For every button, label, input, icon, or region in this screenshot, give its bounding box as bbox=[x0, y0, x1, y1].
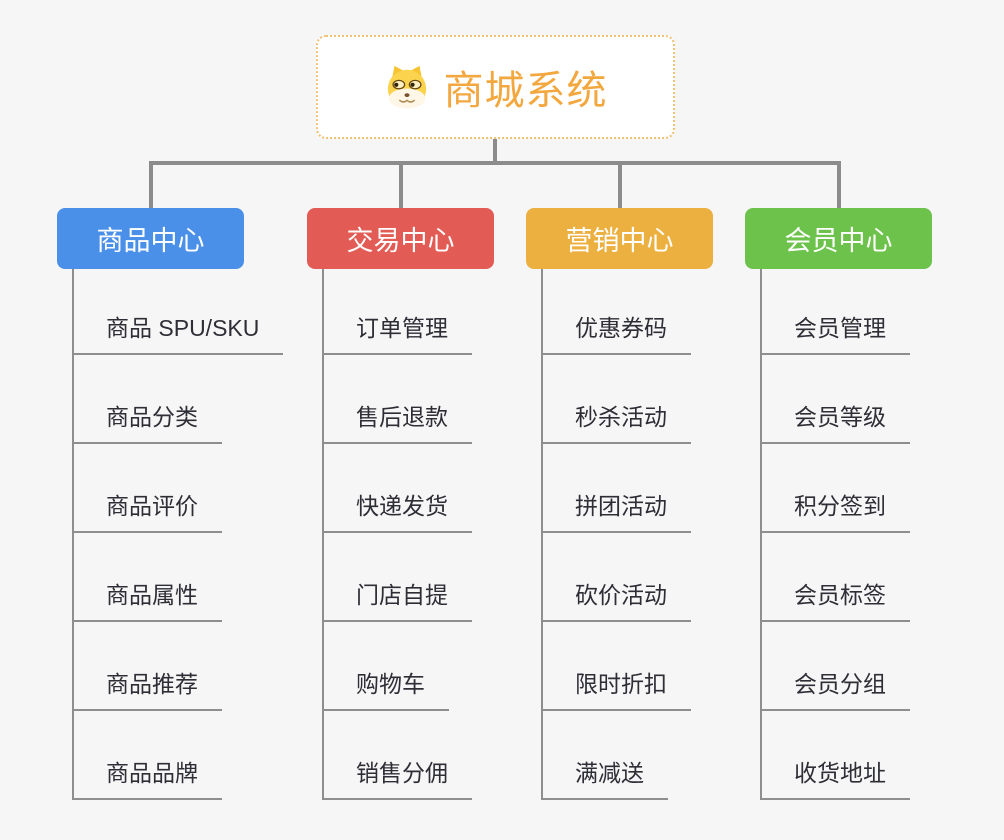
leaf-item-product-spu-sku[interactable]: 商品 SPU/SKU bbox=[72, 312, 284, 355]
branch-label: 会员中心 bbox=[784, 226, 893, 256]
leaf-item-bargain-activity[interactable]: 砍价活动 bbox=[541, 579, 691, 622]
branch-node-product-center[interactable]: 商品中心 bbox=[57, 208, 244, 269]
connector-column-member bbox=[760, 269, 762, 800]
leaf-item-group-buy[interactable]: 拼团活动 bbox=[541, 490, 691, 533]
leaf-item-product-category[interactable]: 商品分类 bbox=[72, 401, 222, 444]
connector-column-product bbox=[72, 269, 74, 800]
branch-label: 营销中心 bbox=[565, 226, 674, 256]
leaf-item-member-level[interactable]: 会员等级 bbox=[760, 401, 910, 444]
leaf-item-member-management[interactable]: 会员管理 bbox=[760, 312, 910, 355]
connector-column-marketing bbox=[541, 269, 543, 800]
leaf-item-product-attribute[interactable]: 商品属性 bbox=[72, 579, 222, 622]
branch-node-trade-center[interactable]: 交易中心 bbox=[307, 208, 494, 269]
leaf-item-sales-commission[interactable]: 销售分佣 bbox=[322, 757, 472, 800]
connector-horizontal bbox=[149, 161, 840, 165]
connector-column-trade bbox=[322, 269, 324, 800]
leaf-item-member-tag[interactable]: 会员标签 bbox=[760, 579, 910, 622]
leaf-item-member-group[interactable]: 会员分组 bbox=[760, 668, 910, 711]
leaf-item-shipping-address[interactable]: 收货地址 bbox=[760, 757, 910, 800]
leaf-item-store-pickup[interactable]: 门店自提 bbox=[322, 579, 472, 622]
leaf-item-product-brand[interactable]: 商品品牌 bbox=[72, 757, 222, 800]
leaf-item-express-shipping[interactable]: 快递发货 bbox=[322, 490, 472, 533]
branch-node-marketing-center[interactable]: 营销中心 bbox=[526, 208, 713, 269]
leaf-item-points-checkin[interactable]: 积分签到 bbox=[760, 490, 910, 533]
leaf-item-flash-sale[interactable]: 秒杀活动 bbox=[541, 401, 691, 444]
leaf-item-product-recommend[interactable]: 商品推荐 bbox=[72, 668, 222, 711]
leaf-item-limited-time-discount[interactable]: 限时折扣 bbox=[541, 668, 691, 711]
connector-drop-product bbox=[149, 161, 153, 209]
root-node[interactable]: 商城系统 bbox=[316, 35, 675, 139]
connector-drop-member bbox=[837, 161, 841, 209]
leaf-item-order-management[interactable]: 订单管理 bbox=[322, 312, 472, 355]
connector-drop-trade bbox=[399, 161, 403, 209]
leaf-item-shopping-cart[interactable]: 购物车 bbox=[322, 668, 449, 711]
connector-drop-marketing bbox=[618, 161, 622, 209]
branch-node-member-center[interactable]: 会员中心 bbox=[745, 208, 932, 269]
leaf-item-product-review[interactable]: 商品评价 bbox=[72, 490, 222, 533]
doge-icon bbox=[387, 65, 426, 109]
root-title: 商城系统 bbox=[443, 69, 608, 113]
branch-label: 交易中心 bbox=[346, 226, 455, 256]
leaf-item-coupon-code[interactable]: 优惠券码 bbox=[541, 312, 691, 355]
branch-label: 商品中心 bbox=[96, 226, 205, 256]
leaf-item-full-reduction[interactable]: 满减送 bbox=[541, 757, 668, 800]
leaf-item-aftersale-refund[interactable]: 售后退款 bbox=[322, 401, 472, 444]
connector-root-stem bbox=[493, 139, 497, 162]
